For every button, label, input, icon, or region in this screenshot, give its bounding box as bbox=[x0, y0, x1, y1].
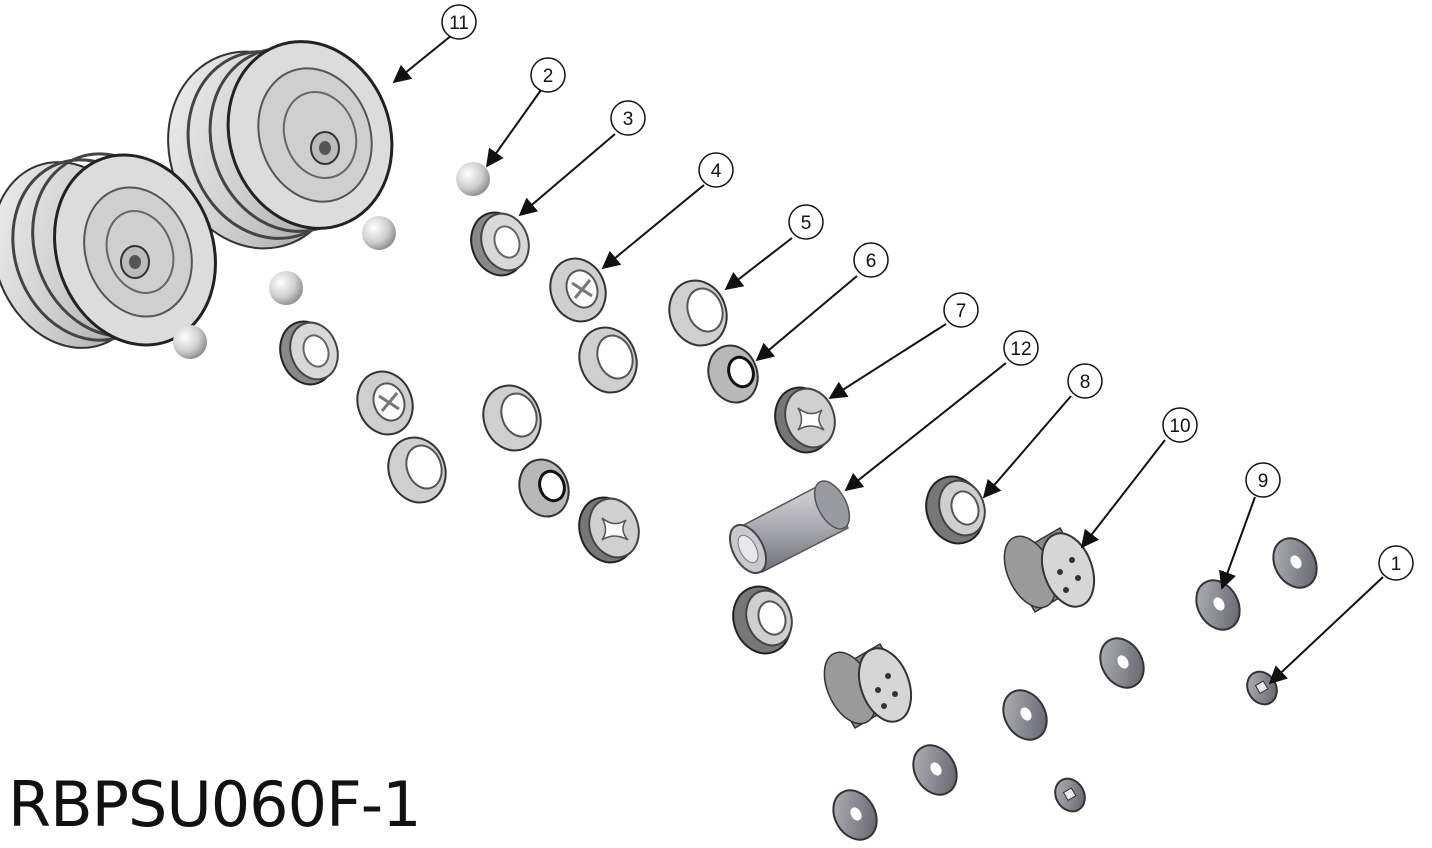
insert-4b bbox=[356, 370, 414, 436]
svg-text:11: 11 bbox=[449, 13, 469, 34]
nut-8b bbox=[732, 585, 793, 655]
callout-4: 4 bbox=[698, 152, 734, 188]
callout-3: 3 bbox=[610, 100, 646, 136]
flat-washer-9e bbox=[912, 744, 958, 796]
leader-lines bbox=[392, 34, 1384, 685]
plug-7a bbox=[774, 386, 836, 454]
set-screw-1a bbox=[1246, 670, 1278, 706]
svg-text:4: 4 bbox=[711, 161, 722, 182]
ring-5b bbox=[578, 326, 638, 394]
callout-8: 8 bbox=[1067, 363, 1103, 399]
plug-7b bbox=[578, 496, 640, 564]
callout-5: 5 bbox=[788, 204, 824, 240]
callout-1: 1 bbox=[1378, 545, 1414, 581]
washer-6a bbox=[707, 344, 759, 404]
ball-3 bbox=[269, 271, 303, 305]
end-cap-10b bbox=[823, 642, 913, 730]
ball-1 bbox=[456, 162, 490, 196]
svg-text:9: 9 bbox=[1258, 471, 1269, 492]
ring-5d bbox=[387, 436, 447, 504]
bearing-housing-3a bbox=[470, 211, 530, 277]
svg-text:7: 7 bbox=[956, 301, 967, 322]
nut-8a bbox=[925, 475, 986, 545]
part-number-title: RBPSU060F-1 bbox=[8, 768, 422, 841]
svg-text:2: 2 bbox=[543, 66, 554, 87]
end-cap-10a bbox=[1003, 526, 1096, 614]
flat-washer-9d bbox=[1002, 689, 1048, 741]
pin-12 bbox=[728, 480, 851, 575]
pulley-rear bbox=[167, 40, 394, 250]
ring-5c bbox=[482, 384, 542, 452]
svg-text:8: 8 bbox=[1080, 372, 1091, 393]
callout-12: 12 bbox=[1003, 330, 1039, 366]
flat-washer-9b bbox=[1195, 579, 1241, 631]
flat-washer-9a bbox=[1272, 537, 1318, 589]
ring-5a bbox=[668, 279, 728, 347]
svg-text:6: 6 bbox=[866, 251, 877, 272]
callout-9: 9 bbox=[1245, 462, 1281, 498]
flat-washer-9f bbox=[832, 789, 878, 841]
set-screw-1b bbox=[1054, 777, 1086, 813]
callout-7: 7 bbox=[943, 292, 979, 328]
ball-2 bbox=[362, 216, 396, 250]
pulley-front bbox=[0, 152, 217, 349]
callout-6: 6 bbox=[853, 242, 889, 278]
insert-4a bbox=[549, 257, 607, 323]
svg-text:10: 10 bbox=[1169, 416, 1190, 437]
svg-text:1: 1 bbox=[1391, 554, 1402, 575]
callout-10: 10 bbox=[1162, 407, 1198, 443]
flat-washer-9c bbox=[1099, 637, 1145, 689]
bearing-housing-3b bbox=[279, 320, 339, 386]
svg-text:3: 3 bbox=[623, 109, 634, 130]
washer-6b bbox=[518, 458, 570, 518]
svg-text:12: 12 bbox=[1010, 339, 1031, 360]
svg-text:5: 5 bbox=[801, 213, 812, 234]
ball-4 bbox=[173, 325, 207, 359]
callout-11: 11 bbox=[441, 4, 477, 40]
callout-2: 2 bbox=[530, 57, 566, 93]
